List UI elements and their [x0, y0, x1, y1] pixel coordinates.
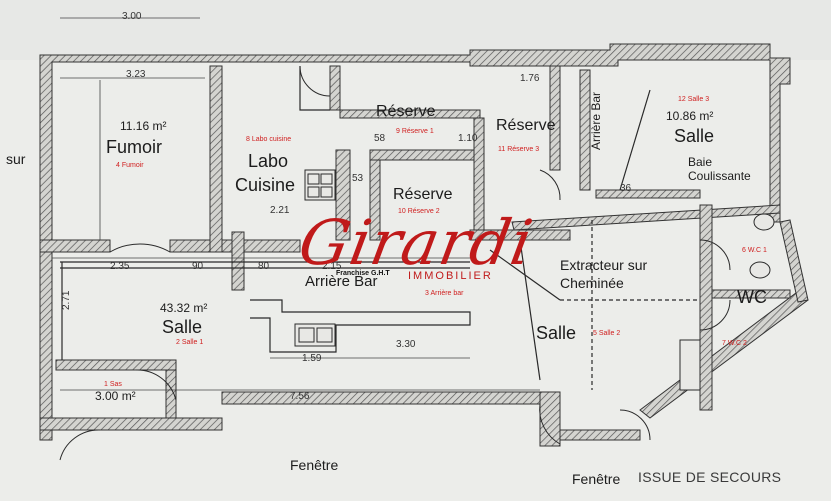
room-labo-name-1: Labo	[248, 151, 289, 171]
window-label-right: Fenêtre	[572, 471, 621, 487]
brand-name: Girardi	[293, 206, 539, 279]
room-salle1-area: 43.32 m²	[160, 301, 208, 315]
dim-80: 80	[258, 261, 270, 272]
room-fumoir-ref: 4 Fumoir	[116, 162, 144, 169]
brand-subtitle: IMMOBILIER	[408, 270, 493, 282]
dim-90: 90	[192, 261, 204, 272]
arriere-bar-vertical: Arrière Bar	[589, 91, 603, 150]
exterior-walls	[39, 43, 809, 447]
room-reserve2-name: Réserve	[393, 186, 453, 203]
room-arriere-bar-name: Arrière Bar	[305, 273, 378, 290]
dim-top: 3.00	[122, 11, 142, 22]
room-wc2-ref: 7 W.C 2	[722, 340, 747, 347]
brand-watermark: Girardi Franchise G.H.T IMMOBILIER	[294, 206, 539, 292]
dim-159: 1.59	[302, 353, 322, 364]
room-wc1-ref: 6 W.C 1	[742, 247, 767, 254]
room-reserve2-ref: 10 Réserve 2	[398, 208, 440, 215]
room-salle1-ref: 2 Salle 1	[176, 339, 204, 346]
room-salle2-name: Salle	[536, 323, 577, 343]
room-reserve1-name: Réserve	[376, 103, 436, 120]
room-fumoir-area: 11.16 m²	[120, 119, 167, 133]
dim-110: 1.10	[458, 133, 478, 144]
dim-fumoir-width: 3.23	[126, 69, 146, 80]
interior-walls	[39, 65, 791, 419]
room-sas-ref: 1 Sas	[104, 381, 122, 388]
dim-215: 2.15	[322, 261, 342, 272]
dim-36: 36	[620, 183, 632, 194]
baie-label-2: Coulissante	[688, 169, 751, 183]
room-salle3-area: 10.86 m²	[666, 109, 714, 123]
room-reserve1-ref: 9 Réserve 1	[396, 128, 434, 135]
dim-58: 58	[374, 133, 386, 144]
room-salle3-ref: 12 Salle 3	[678, 96, 710, 103]
plan-lines	[60, 66, 700, 390]
baie-label-1: Baie	[688, 155, 713, 169]
side-text: sur	[6, 151, 26, 167]
dim-756: 7.56	[290, 391, 310, 402]
room-wc-name: WC	[737, 287, 767, 307]
room-salle3-name: Salle	[674, 126, 715, 146]
dim-reserve: 1.76	[520, 73, 540, 84]
room-arriere-bar-ref: 3 Arrière bar	[425, 290, 464, 297]
room-reserve3-ref: 11 Réserve 3	[498, 146, 540, 153]
room-salle1-name: Salle	[162, 317, 203, 337]
extracteur-label-1: Extracteur sur	[560, 257, 648, 273]
dim-330: 3.30	[396, 339, 416, 350]
window-label-left: Fenêtre	[290, 457, 339, 473]
emergency-exit-label: ISSUE DE SECOURS	[638, 469, 782, 485]
dim-271: 2.71	[61, 290, 72, 310]
dimension-lines	[52, 17, 540, 391]
dim-235: 2.35	[110, 261, 130, 272]
door-swings	[59, 65, 731, 461]
room-labo-ref: 8 Labo cuisine	[246, 136, 292, 143]
dim-53: 53	[352, 173, 364, 184]
fixtures	[294, 169, 775, 391]
room-sas-area: 3.00 m²	[95, 389, 136, 403]
dim-labo: 2.21	[270, 205, 290, 216]
room-fumoir-name: Fumoir	[106, 137, 163, 157]
room-labo-name-2: Cuisine	[235, 175, 296, 195]
room-reserve3-name: Réserve	[496, 117, 556, 134]
room-salle2-ref: 5 Salle 2	[593, 330, 621, 337]
brand-franchise: Franchise G.H.T	[336, 270, 390, 277]
extracteur-label-2: Cheminée	[560, 275, 624, 291]
